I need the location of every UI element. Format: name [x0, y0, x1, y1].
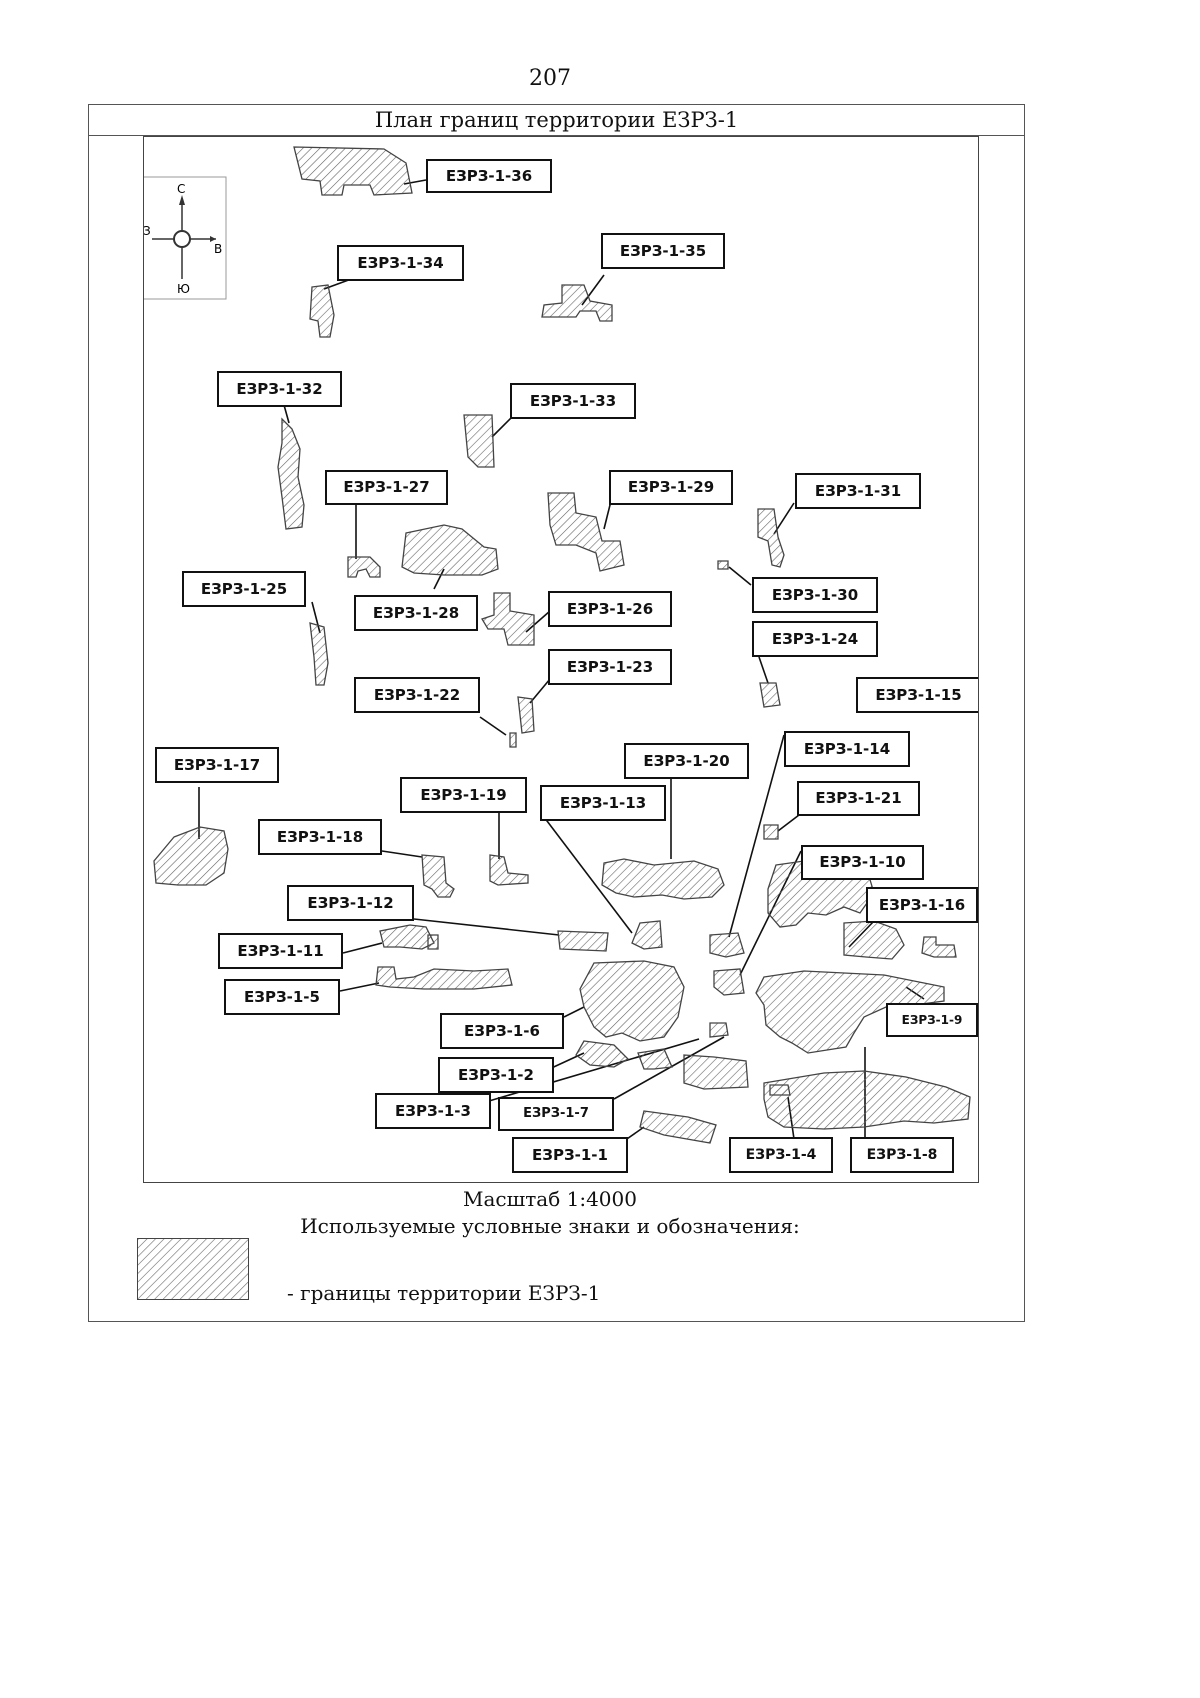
label-ezrz-1-2: ЕЗРЗ-1-2: [438, 1057, 554, 1093]
label-ezrz-1-34: ЕЗРЗ-1-34: [337, 245, 464, 281]
label-ezrz-1-23: ЕЗРЗ-1-23: [548, 649, 672, 685]
compass-east: В: [214, 242, 222, 256]
label-ezrz-1-17: ЕЗРЗ-1-17: [155, 747, 279, 783]
compass-rose: С Ю З В: [144, 176, 227, 300]
label-ezrz-1-20: ЕЗРЗ-1-20: [624, 743, 749, 779]
map-area: С Ю З В: [143, 136, 979, 1183]
label-ezrz-1-27: ЕЗРЗ-1-27: [325, 470, 448, 505]
label-ezrz-1-16: ЕЗРЗ-1-16: [866, 887, 978, 923]
label-ezrz-1-14: ЕЗРЗ-1-14: [784, 731, 910, 767]
territory-20: [601, 858, 725, 900]
territory-29: [547, 492, 625, 572]
territory-14: [709, 932, 745, 958]
page-number: 207: [529, 66, 571, 91]
territory-5: [375, 966, 513, 990]
territory-12: [557, 930, 609, 952]
label-ezrz-1-5: ЕЗРЗ-1-5: [224, 979, 340, 1015]
label-ezrz-1-12: ЕЗРЗ-1-12: [287, 885, 414, 921]
territory-3: [637, 1048, 673, 1070]
compass-south: Ю: [177, 282, 190, 296]
label-ezrz-1-1: ЕЗРЗ-1-1: [512, 1137, 628, 1173]
label-ezrz-1-3: ЕЗРЗ-1-3: [375, 1093, 491, 1129]
label-ezrz-1-9: ЕЗРЗ-1-9: [886, 1003, 978, 1037]
label-ezrz-1-26: ЕЗРЗ-1-26: [548, 591, 672, 627]
territory-28: [401, 524, 499, 576]
territory-33: [463, 414, 495, 468]
legend-hatch-swatch: [137, 1238, 249, 1300]
label-ezrz-1-7: ЕЗРЗ-1-7: [498, 1097, 614, 1131]
territory-25: [309, 622, 329, 686]
plan-frame: План границ территории ЕЗРЗ-1: [88, 104, 1025, 1322]
territory-7: [709, 1022, 729, 1038]
territory-23: [517, 696, 535, 734]
territory-22: [509, 732, 517, 748]
territory-31: [757, 508, 785, 568]
label-ezrz-1-21: ЕЗРЗ-1-21: [797, 781, 920, 816]
territory-36: [293, 146, 413, 196]
territory-2: [575, 1040, 630, 1068]
label-ezrz-1-31: ЕЗРЗ-1-31: [795, 473, 921, 509]
label-ezrz-1-15: ЕЗРЗ-1-15: [856, 677, 978, 713]
territory-32: [277, 417, 305, 530]
label-ezrz-1-28: ЕЗРЗ-1-28: [354, 595, 478, 631]
territory-6: [579, 960, 685, 1042]
territory-1: [639, 1110, 717, 1144]
territory-9: [755, 970, 945, 1054]
label-ezrz-1-8: ЕЗРЗ-1-8: [850, 1137, 954, 1173]
territory-4: [769, 1084, 791, 1096]
label-ezrz-1-13: ЕЗРЗ-1-13: [540, 785, 666, 821]
legend-item-text: - границы территории ЕЗРЗ-1: [287, 1281, 601, 1305]
label-ezrz-1-11: ЕЗРЗ-1-11: [218, 933, 343, 969]
label-ezrz-1-18: ЕЗРЗ-1-18: [258, 819, 382, 855]
territory-21b: [713, 968, 745, 996]
territory-18: [421, 854, 455, 898]
label-ezrz-1-33: ЕЗРЗ-1-33: [510, 383, 636, 419]
label-ezrz-1-24: ЕЗРЗ-1-24: [752, 621, 878, 657]
label-ezrz-1-29: ЕЗРЗ-1-29: [609, 470, 733, 505]
scale-text: Масштаб 1:4000: [463, 1187, 637, 1211]
territory-11: [379, 924, 435, 950]
territory-26: [481, 592, 535, 646]
territory-8: [763, 1070, 971, 1130]
territory-30: [717, 560, 729, 570]
territory-11b: [427, 934, 439, 950]
label-ezrz-1-25: ЕЗРЗ-1-25: [182, 571, 306, 607]
territory-3b: [683, 1054, 749, 1090]
label-ezrz-1-6: ЕЗРЗ-1-6: [440, 1013, 564, 1049]
territory-17: [153, 826, 229, 886]
label-ezrz-1-35: ЕЗРЗ-1-35: [601, 233, 725, 269]
legend-title: Используемые условные знаки и обозначени…: [300, 1214, 800, 1238]
label-ezrz-1-32: ЕЗРЗ-1-32: [217, 371, 342, 407]
territory-16b: [921, 936, 957, 958]
plan-title: План границ территории ЕЗРЗ-1: [89, 105, 1024, 136]
territory-21: [763, 824, 779, 840]
label-ezrz-1-10: ЕЗРЗ-1-10: [801, 845, 924, 880]
label-ezrz-1-36: ЕЗРЗ-1-36: [426, 159, 552, 193]
label-ezrz-1-22: ЕЗРЗ-1-22: [354, 677, 480, 713]
territory-34: [309, 284, 335, 338]
label-ezrz-1-4: ЕЗРЗ-1-4: [729, 1137, 833, 1173]
label-ezrz-1-30: ЕЗРЗ-1-30: [752, 577, 878, 613]
territory-13: [631, 920, 663, 950]
territory-16: [843, 920, 905, 960]
territory-35: [541, 284, 613, 322]
compass-north: С: [177, 182, 185, 196]
territory-24: [759, 682, 781, 708]
compass-west: З: [144, 224, 151, 238]
label-ezrz-1-19: ЕЗРЗ-1-19: [400, 777, 527, 813]
territory-19: [489, 854, 529, 886]
territory-27: [347, 556, 381, 578]
